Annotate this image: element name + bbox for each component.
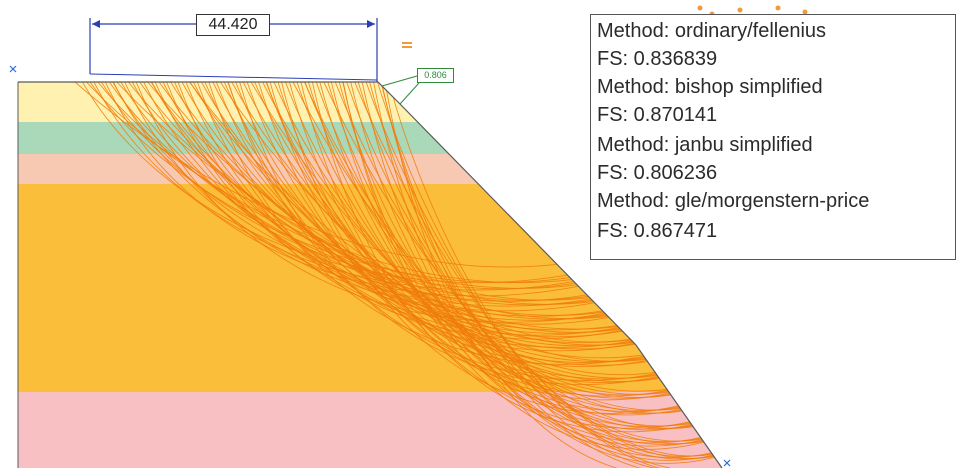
slip-surface [265,82,669,396]
slip-surface [346,82,704,444]
slip-surface [212,82,646,363]
slip-surface [197,82,635,352]
fs-tag-leader-2 [399,82,420,105]
slip-surface [101,82,576,290]
method-label-bishop: Method: bishop simplified [597,76,823,98]
fs-value-gle: FS: 0.867471 [597,220,718,242]
slip-surface [342,82,703,447]
slip-surface [162,82,620,334]
slip-surface [177,82,622,340]
slip-surface [223,82,648,366]
slip-surface [377,82,722,468]
slip-surface [185,82,633,348]
slip-surface [200,82,644,359]
slip-surface [208,82,644,365]
slip-surface [246,82,659,383]
min-fs-tag[interactable]: 0.806 [417,68,454,83]
fs-value-fellenius: FS: 0.836839 [597,48,718,70]
slip-surface [219,82,647,362]
slip-surface [266,82,671,399]
slip-surface [231,82,656,375]
slip-surface [112,82,592,307]
results-legend: Method: ordinary/fellenius FS: 0.836839 … [590,14,956,260]
slip-surface [258,82,668,397]
slip-surface [381,82,722,468]
slip-surfaces [74,82,722,468]
slip-surface [304,82,683,414]
slip-surface [319,82,693,431]
fs-value-janbu: FS: 0.806236 [597,162,718,184]
slip-surface [373,82,715,464]
slip-surface [269,82,670,401]
slip-surface [242,82,658,379]
x-marker-icon [9,65,731,467]
slip-surface [227,82,657,381]
slip-surface [189,82,634,346]
slip-surface [193,82,633,347]
slip-surface [254,82,660,382]
method-label-janbu: Method: janbu simplified [597,134,813,156]
slip-surface [380,82,722,468]
dimension-arrow-left [92,20,100,28]
slip-surface [315,82,693,430]
grid-marker-icon [402,5,808,48]
slip-surface [338,82,703,445]
slip-surface [273,82,671,398]
slip-surface [104,82,579,297]
layer-base-pink [18,392,722,468]
method-label-fellenius: Method: ordinary/fellenius [597,20,827,42]
fs-value-bishop: FS: 0.870141 [597,104,718,126]
slip-surface [365,82,715,459]
slip-surface [281,82,679,414]
slip-surface [388,82,722,468]
slip-surface [147,82,609,319]
slip-surface [342,82,705,450]
slip-surface [135,82,605,323]
crest-reference-line [89,73,378,81]
slip-surface [124,82,595,312]
slip-surface [369,82,714,460]
slip-surface [86,82,573,284]
slip-surface [82,82,568,283]
slip-surface [127,82,594,305]
slip-surface [354,82,713,457]
method-label-gle: Method: gle/morgenstern-price [597,190,870,212]
slip-surface [158,82,618,330]
slip-surface [235,82,657,380]
slip-surface [289,82,682,416]
fs-tag-leader-1 [381,75,418,87]
slip-surface [139,82,604,316]
slip-surface [239,82,659,385]
dimension-arrow-right [367,20,375,28]
dimension-line[interactable] [89,18,378,82]
dimension-label[interactable]: 44.420 [196,14,270,36]
slip-surface [384,82,722,468]
slip-surface [181,82,631,344]
slip-surface [334,82,702,442]
slip-surface [296,82,682,415]
slip-surface [170,82,621,333]
slip-surface [166,82,619,336]
